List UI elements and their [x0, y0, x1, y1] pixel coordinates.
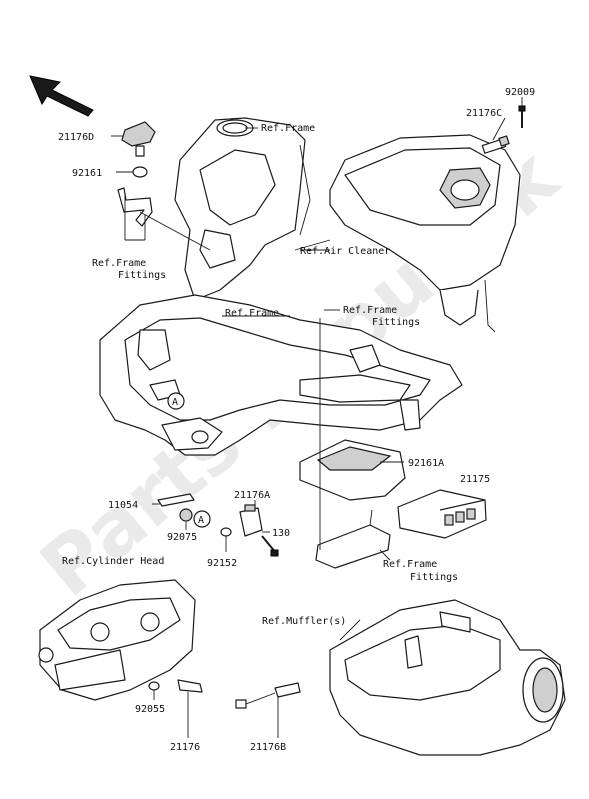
ref-muffler: Ref.Muffler(s) — [262, 616, 346, 627]
label-92161: 92161 — [72, 168, 102, 179]
front-arrow-icon — [29, 75, 94, 117]
ref-cylinder-head: Ref.Cylinder Head — [62, 556, 164, 567]
ecu-21175 — [397, 489, 487, 539]
ref-frame-fittings-low-1: Ref.Frame — [383, 559, 437, 570]
ref-frame-top: Ref.Frame — [261, 123, 315, 134]
muffler — [329, 599, 566, 756]
frame-top-section — [174, 117, 311, 301]
sensor-21176 — [177, 679, 203, 693]
label-21176: 21176 — [170, 742, 200, 753]
label-92075: 92075 — [167, 532, 197, 543]
ref-frame-fittings-left-2: Fittings — [118, 270, 166, 281]
cylinder-head — [38, 579, 196, 701]
svg-text:A: A — [172, 397, 178, 408]
label-92161A: 92161A — [408, 458, 444, 469]
screw-92009 — [518, 105, 526, 128]
ref-frame-fittings-mid-1: Ref.Frame — [343, 305, 397, 316]
main-frame — [99, 294, 463, 456]
ref-frame-fittings-mid-2: Fittings — [372, 317, 420, 328]
label-130: 130 — [272, 528, 290, 539]
label-92009: 92009 — [505, 87, 535, 98]
marker-a-1: A — [167, 392, 185, 410]
label-21176B: 21176B — [250, 742, 286, 753]
label-21176C: 21176C — [466, 108, 502, 119]
svg-text:A: A — [198, 515, 204, 526]
label-92152: 92152 — [207, 558, 237, 569]
bolt-130 — [261, 535, 279, 557]
leader-lines — [111, 97, 523, 738]
strap-11054 — [157, 493, 195, 507]
ref-air-cleaner: Ref.Air Cleaner — [300, 246, 390, 257]
marker-a-2: A — [193, 510, 211, 528]
washer-92055 — [148, 681, 160, 691]
air-temp-sensor — [481, 135, 510, 154]
sensor-21176A — [239, 504, 263, 537]
label-92055: 92055 — [135, 704, 165, 715]
lower-bracket — [315, 509, 391, 569]
ref-frame-fittings-low-2: Fittings — [410, 572, 458, 583]
ref-labels: Ref.Frame Ref.Air Cleaner Ref.Frame Fitt… — [62, 123, 458, 627]
ref-frame-fittings-left-1: Ref.Frame — [92, 258, 146, 269]
label-21176A: 21176A — [234, 490, 270, 501]
sensor-21176D — [121, 121, 156, 157]
part-labels: 92009 21176C 21176D 92161 92161A 21175 1… — [58, 87, 535, 753]
label-21176D: 21176D — [58, 132, 94, 143]
grommet-92075 — [179, 508, 193, 522]
washer-92152 — [220, 527, 232, 537]
label-11054: 11054 — [108, 500, 138, 511]
grommet-92161 — [132, 166, 148, 178]
label-21175: 21175 — [460, 474, 490, 485]
air-cleaner-housing — [329, 134, 521, 333]
o2-sensor-21176B — [235, 682, 301, 709]
ecu-mount-plate — [299, 439, 406, 501]
bracket-small — [117, 187, 153, 227]
ref-frame-mid: Ref.Frame — [225, 308, 279, 319]
